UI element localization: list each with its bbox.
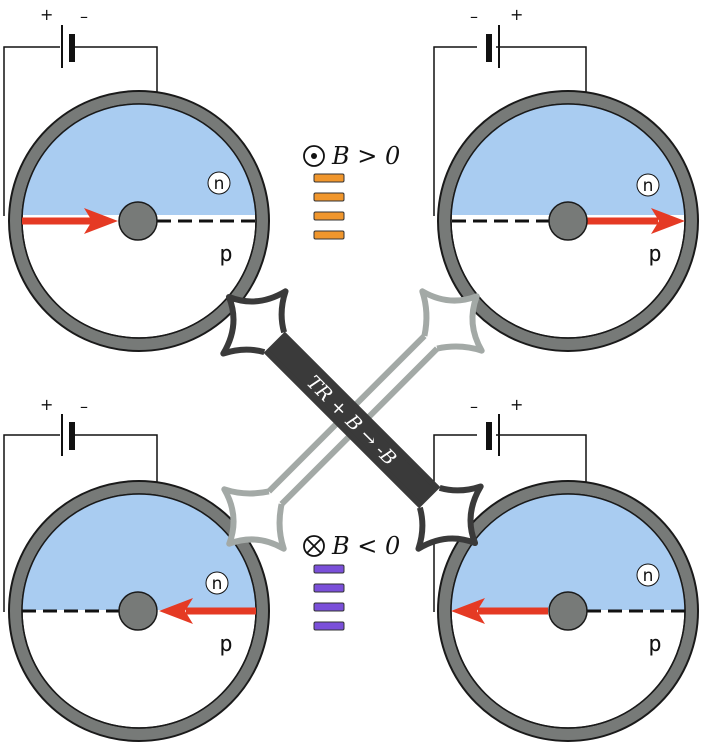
n-label-circle	[205, 571, 229, 595]
p-region-label: p	[648, 242, 661, 267]
coil-bars-negative	[313, 564, 345, 631]
n-region-label: n	[212, 574, 223, 594]
battery-minus-label: –	[80, 7, 88, 26]
dot-in-circle-icon	[303, 145, 325, 167]
n-label-circle	[636, 173, 660, 197]
n-region-label: n	[643, 176, 654, 196]
coil-bars-positive	[313, 173, 345, 240]
panel-bottom-left: + – n p	[3, 395, 270, 742]
battery-wire	[433, 46, 477, 216]
coil-bar	[313, 173, 345, 183]
n-label-circle	[636, 563, 660, 587]
battery-wire	[3, 46, 60, 216]
polarization-arrow-head	[159, 598, 193, 624]
battery-plus-label: +	[510, 5, 523, 24]
field-positive: B > 0	[303, 142, 400, 240]
field-positive-label: B > 0	[331, 142, 400, 170]
cross-in-circle-icon	[303, 535, 325, 557]
battery-wire	[3, 434, 60, 612]
n-region-label: n	[214, 174, 225, 194]
battery-minus-label: –	[470, 397, 478, 416]
n-label-circle	[207, 171, 231, 195]
coil-bar	[313, 621, 345, 631]
polarization-arrow-head	[651, 208, 685, 234]
field-negative: B < 0	[303, 532, 400, 631]
panel-top-right: – + n p	[433, 5, 699, 352]
panel-bottom-right: – + n p	[433, 395, 699, 742]
detector-inner-n-region	[22, 494, 256, 610]
field-negative-label: B < 0	[331, 532, 400, 560]
center-electrode	[548, 201, 588, 241]
coil-bar	[313, 192, 345, 202]
battery-minus-label: –	[80, 397, 88, 416]
center-electrode	[118, 591, 158, 631]
detector-inner-n-region	[22, 104, 256, 215]
detector-inner-n-region	[451, 104, 685, 215]
battery-plus-label: +	[40, 395, 53, 414]
center-electrode	[118, 201, 158, 241]
coil-bar	[313, 230, 345, 240]
detector-inner-n-region	[451, 494, 685, 610]
battery-wire	[433, 434, 477, 612]
coil-bar	[313, 583, 345, 593]
battery-minus-label: –	[470, 7, 478, 26]
n-region-label: n	[643, 566, 654, 586]
coil-bar	[313, 602, 345, 612]
polarization-arrow-head	[451, 598, 485, 624]
coil-bar	[313, 564, 345, 574]
p-region-label: p	[219, 242, 232, 267]
polarization-arrow-head	[84, 208, 118, 234]
panel-top-left: + – n p	[3, 5, 270, 352]
battery-plus-label: +	[510, 395, 523, 414]
coil-bar	[313, 211, 345, 221]
p-region-label: p	[648, 632, 661, 657]
battery-plus-label: +	[40, 5, 53, 24]
p-region-label: p	[219, 632, 232, 657]
center-electrode	[548, 591, 588, 631]
